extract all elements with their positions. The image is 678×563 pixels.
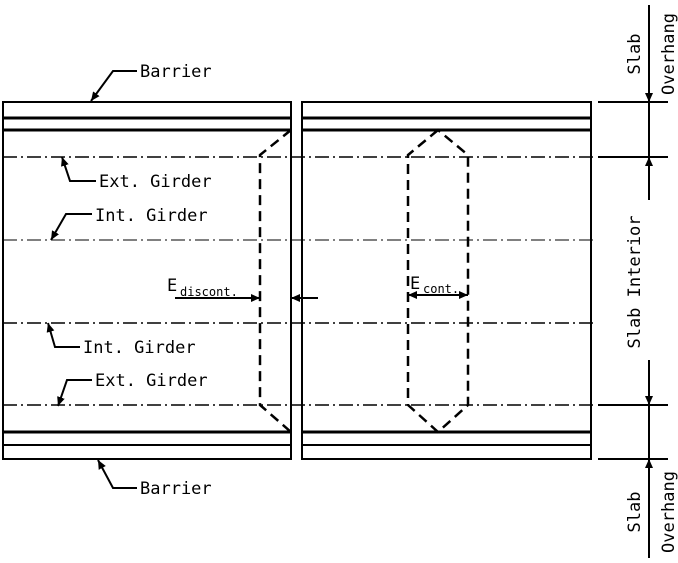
int-girder-bottom-label: Int. Girder (83, 338, 196, 358)
ext-girder-top-label: Ext. Girder (99, 172, 212, 192)
ext-girder-bottom-label: Ext. Girder (95, 371, 208, 391)
e-discont-label: E (167, 276, 177, 296)
slab-overhang-bottom-line1: Slab (625, 492, 645, 533)
slab-overhang-top-line2: Overhang (659, 13, 678, 95)
right-span (301, 101, 592, 460)
int-girder-top-label: Int. Girder (95, 206, 208, 226)
slab-overhang-bottom-line2: Overhang (659, 471, 678, 553)
barrier-bottom-leader (97, 459, 137, 489)
ext-girder-bottom-leader (57, 379, 92, 407)
e-cont-strip-outline (406, 128, 470, 434)
slab-interior-label: Slab Interior (625, 215, 645, 348)
left-span (2, 101, 292, 460)
ext-girder-top-leader (61, 156, 96, 182)
slab-overhang-top-line1: Slab (625, 34, 645, 75)
barrier-bottom-label: Barrier (140, 479, 212, 499)
int-girder-top-leader (50, 213, 92, 241)
int-girder-bottom-leader (46, 322, 80, 348)
barrier-top-leader (90, 70, 137, 102)
right-span-outline (301, 101, 592, 460)
e-discont-strip-outline (258, 129, 292, 433)
left-span-outline (2, 101, 292, 460)
e-discont-subscript: discont. (180, 285, 238, 299)
e-cont-label: E (410, 274, 420, 294)
barrier-top-label: Barrier (140, 62, 212, 82)
e-cont-subscript: cont. (423, 282, 459, 296)
